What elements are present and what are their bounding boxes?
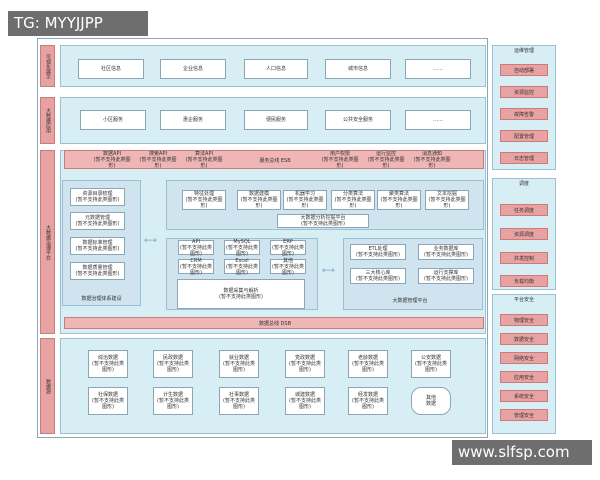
watermark-top-left: TG: MYYJJPP: [8, 11, 148, 36]
ops-item: 配置管理: [500, 130, 548, 142]
analysis-item: 聚类算法 (暂不支持此类图形): [377, 190, 421, 210]
source-item: 综治数据 (暂不支持此类图形): [88, 350, 128, 378]
double-arrow-icon: ⟷: [322, 266, 335, 276]
governance-item: 数据标准管理 (暂不支持此类图形): [70, 237, 125, 255]
management-item: 运行支撑库 (暂不支持此类图形): [418, 268, 474, 284]
app-item: 小区服务: [80, 110, 146, 130]
governance-item: 数据质量管理 (暂不支持此类图形): [70, 262, 125, 280]
label-data-source: 数据源: [40, 338, 55, 434]
security-item: 管理安全: [500, 409, 548, 421]
analysis-title: 大数据分析挖掘平台 (暂不支持此类图形): [277, 214, 369, 228]
source-item: 民政数据 (暂不支持此类图形): [153, 350, 193, 378]
api-box: 消息通知 (暂不支持此类图形): [413, 151, 451, 169]
app-item: 便民服务: [244, 110, 308, 130]
sched-item: 资源调度: [500, 228, 548, 240]
analysis-item: 机器学习 (暂不支持此类图形): [283, 190, 327, 210]
collection-item: 其他 (暂不支持此类图形): [270, 258, 306, 276]
top-item: 人口信息: [244, 59, 308, 79]
management-item: 业务数据库 (暂不支持此类图形): [418, 244, 474, 260]
api-box: 用户权限 (暂不支持此类图形): [321, 151, 359, 169]
source-item-db: 其他 数据: [411, 387, 451, 415]
ops-item: 日志管理: [500, 152, 548, 164]
top-item: ……: [405, 59, 471, 79]
analysis-item: 特征处理 (暂不支持此类图形): [182, 190, 226, 210]
source-item: 城建数据 (暂不支持此类图形): [285, 387, 325, 415]
label-bigdata-apps: 大数据应用: [40, 97, 55, 144]
api-box: 搜索API (暂不支持此类图形): [139, 151, 177, 169]
app-item: 惠企服务: [160, 110, 226, 130]
analysis-item: 分类算法 (暂不支持此类图形): [331, 190, 375, 210]
collection-item: MySQL (暂不支持此类图形): [224, 239, 260, 257]
top-item: 企业信息: [160, 59, 226, 79]
management-item: ETL处理 (暂不支持此类图形): [350, 244, 406, 260]
api-box: 运行监控 (暂不支持此类图形): [367, 151, 405, 169]
source-item: 老龄数据 (暂不支持此类图形): [348, 350, 388, 378]
sched-item: 并发控制: [500, 252, 548, 264]
sched-item: 任务调度: [500, 204, 548, 216]
source-item: 计生数据 (暂不支持此类图形): [153, 387, 193, 415]
watermark-bottom-right: www.slfsp.com: [452, 440, 592, 465]
label-governance-platform: 大数据治理平台: [40, 150, 55, 334]
collection-center: 数据采集与解析 (暂不支持此类图形): [177, 279, 305, 309]
dsb-title: 数据总线 DSB: [258, 321, 292, 327]
security-item: 网络安全: [500, 352, 548, 364]
sched-item: 负载均衡: [500, 275, 548, 287]
ops-title: 运维管理: [513, 48, 534, 54]
source-item: 就业数据 (暂不支持此类图形): [219, 350, 259, 378]
source-item: 社保数据 (暂不支持此类图形): [88, 387, 128, 415]
label-visualization: 可视化展示: [40, 45, 55, 87]
esb-title: 服务总线 ESB: [259, 158, 291, 164]
management-item: 三大核心库 (暂不支持此类图形): [350, 268, 406, 284]
collection-item: CRM (暂不支持此类图形): [178, 258, 214, 276]
management-title: 大数据管理平台: [392, 298, 428, 304]
collection-item: API (暂不支持此类图形): [178, 239, 214, 257]
governance-item: 资源目录梳理 (暂不支持此类图形): [70, 188, 125, 206]
top-item: 社区信息: [78, 59, 144, 79]
analysis-item: 文本挖掘 (暂不支持此类图形): [425, 190, 469, 210]
security-item: 数据安全: [500, 333, 548, 345]
analysis-item: 数据建模 (暂不支持此类图形): [237, 190, 281, 210]
app-item: 公共安全服务: [325, 110, 391, 130]
security-item: 系统安全: [500, 390, 548, 402]
source-item: 社事数据 (暂不支持此类图形): [219, 387, 259, 415]
top-item: 城市信息: [325, 59, 391, 79]
source-item: 公安数据 (暂不支持此类图形): [411, 350, 451, 378]
app-item: ……: [405, 110, 471, 130]
governance-item: 元数据管理 (暂不支持此类图形): [70, 212, 125, 230]
collection-item: ERP (暂不支持此类图形): [270, 239, 306, 257]
dsb-bus: [64, 317, 484, 329]
ops-item: 故障告警: [500, 108, 548, 120]
sched-title: 调度: [518, 181, 529, 187]
ops-item: 资源监控: [500, 86, 548, 98]
double-arrow-icon: ⟷: [144, 236, 157, 246]
security-item: 应用安全: [500, 371, 548, 383]
governance-title: 数据治理体系建设: [81, 296, 122, 302]
source-item: 党政数据 (暂不支持此类图形): [285, 350, 325, 378]
collection-item: Excel (暂不支持此类图形): [224, 258, 260, 276]
api-box: 数据API (暂不支持此类图形): [93, 151, 131, 169]
ops-item: 自动部署: [500, 64, 548, 76]
security-title: 平台安全: [513, 297, 534, 303]
esb-bus: [64, 150, 484, 169]
security-item: 物理安全: [500, 314, 548, 326]
api-box: 算法API (暂不支持此类图形): [185, 151, 223, 169]
source-item: 经发数据 (暂不支持此类图形): [348, 387, 388, 415]
